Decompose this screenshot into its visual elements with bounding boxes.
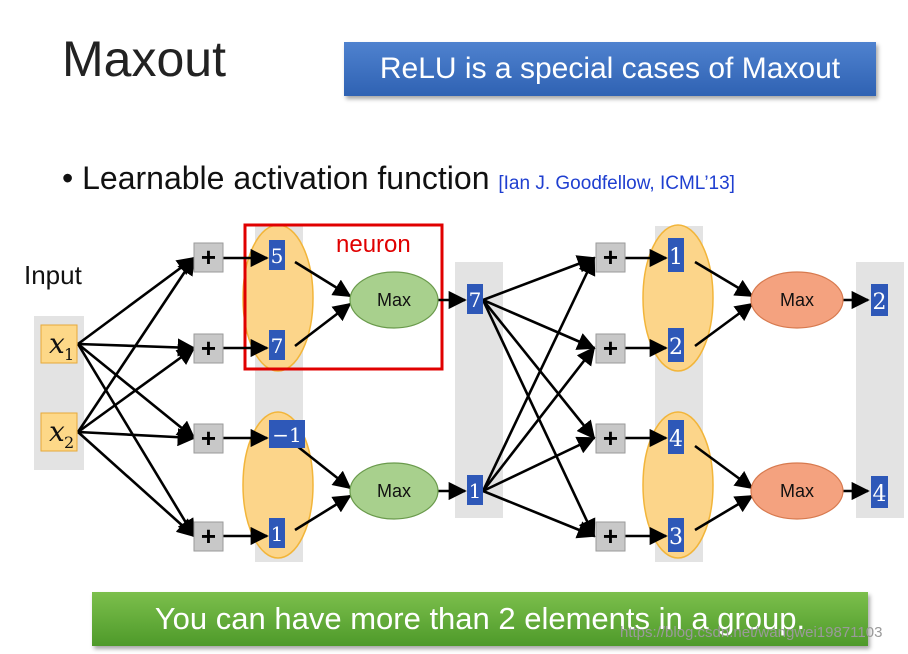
svg-text:1: 1 bbox=[271, 522, 284, 546]
citation: [Ian J. Goodfellow, ICML’13] bbox=[498, 173, 735, 194]
sum-node-8: + bbox=[595, 521, 626, 552]
bullet-point: • Learnable activation function [Ian J. … bbox=[62, 160, 735, 197]
input-x1-var: x bbox=[49, 327, 65, 360]
svg-text:1: 1 bbox=[469, 479, 482, 503]
neuron-label: neuron bbox=[336, 231, 411, 258]
svg-text:2: 2 bbox=[873, 290, 887, 315]
layer1-value-4: 1 bbox=[269, 518, 285, 548]
edge bbox=[77, 256, 196, 346]
sum-node-2: + bbox=[193, 333, 224, 364]
group-size-banner: You can have more than 2 elements in a g… bbox=[92, 592, 868, 646]
edge bbox=[694, 494, 754, 532]
layer2-value-2: 2 bbox=[668, 328, 684, 362]
edge bbox=[481, 299, 596, 440]
group-ellipse-4 bbox=[642, 411, 714, 559]
svg-text:Max: Max bbox=[780, 290, 814, 310]
edge bbox=[77, 431, 196, 538]
edge bbox=[294, 260, 352, 298]
input-x1: x 1 bbox=[40, 324, 78, 364]
svg-text:7: 7 bbox=[271, 334, 284, 358]
sum-node-7: + bbox=[595, 423, 626, 454]
input-x2-var: x bbox=[49, 415, 65, 448]
input-label: Input bbox=[24, 260, 83, 290]
edge bbox=[481, 256, 596, 492]
bullet-dot: • bbox=[62, 160, 83, 196]
sum-node-4: + bbox=[193, 521, 224, 552]
relu-banner: ReLU is a special cases of Maxout bbox=[344, 42, 876, 96]
svg-text:4: 4 bbox=[669, 427, 683, 452]
svg-text:+: + bbox=[603, 423, 618, 453]
svg-text:+: + bbox=[201, 521, 216, 551]
svg-text:−1: −1 bbox=[272, 423, 301, 447]
input-x2: x 2 bbox=[40, 412, 78, 452]
svg-text:2: 2 bbox=[669, 335, 683, 360]
edge bbox=[76, 343, 196, 538]
svg-text:7: 7 bbox=[469, 288, 482, 312]
svg-text:+: + bbox=[603, 333, 618, 363]
edge bbox=[482, 489, 596, 539]
sum-node-1: + bbox=[193, 242, 224, 273]
max-node-1: Max bbox=[349, 271, 439, 329]
svg-text:Max: Max bbox=[780, 481, 814, 501]
svg-text:+: + bbox=[603, 242, 618, 272]
edge bbox=[482, 255, 596, 302]
max-node-4: Max bbox=[750, 462, 844, 520]
svg-text:+: + bbox=[201, 242, 216, 272]
layer2-output-1: 2 bbox=[871, 284, 888, 316]
edge bbox=[77, 346, 196, 434]
sum-node-3: + bbox=[193, 423, 224, 454]
layer2-value-4: 3 bbox=[668, 518, 684, 552]
input-x2-sub: 2 bbox=[64, 433, 74, 452]
sum-node-6: + bbox=[595, 333, 626, 364]
edge bbox=[77, 428, 196, 447]
edge bbox=[694, 260, 754, 298]
svg-text:1: 1 bbox=[669, 245, 683, 270]
edge bbox=[482, 298, 596, 350]
edge bbox=[296, 444, 352, 490]
layer2-value-3: 4 bbox=[668, 420, 684, 454]
input-x1-sub: 1 bbox=[64, 345, 74, 364]
layer1-value-1: 5 bbox=[269, 240, 285, 270]
max-node-3: Max bbox=[750, 271, 844, 329]
group-ellipse-2 bbox=[242, 411, 314, 559]
slide-title: Maxout bbox=[62, 31, 226, 87]
svg-text:+: + bbox=[201, 423, 216, 453]
edge bbox=[76, 256, 196, 433]
edge bbox=[694, 444, 754, 490]
layer2-value-1: 1 bbox=[668, 238, 684, 272]
svg-text:4: 4 bbox=[873, 482, 887, 507]
svg-text:5: 5 bbox=[271, 244, 284, 268]
sum-node-5: + bbox=[595, 242, 626, 273]
edge bbox=[694, 302, 754, 348]
svg-text:3: 3 bbox=[669, 525, 683, 550]
layer2-output-2: 4 bbox=[871, 476, 888, 508]
neuron-frame bbox=[243, 223, 444, 371]
bullet-text: Learnable activation function bbox=[82, 160, 490, 196]
edge bbox=[481, 346, 596, 492]
layer1-output-1: 7 bbox=[467, 284, 483, 314]
max-node-2: Max bbox=[349, 462, 439, 520]
edge bbox=[294, 302, 352, 348]
layer1-value-2: 7 bbox=[269, 330, 285, 360]
svg-text:Max: Max bbox=[377, 481, 411, 501]
svg-text:+: + bbox=[603, 521, 618, 551]
svg-text:Max: Max bbox=[377, 290, 411, 310]
layer1-output-2: 1 bbox=[467, 475, 483, 505]
edge bbox=[482, 436, 596, 493]
svg-text:+: + bbox=[201, 333, 216, 363]
edge bbox=[294, 494, 352, 532]
watermark: https://blog.csdn.net/wangwei19871103 bbox=[620, 624, 883, 641]
layer1-value-3: −1 bbox=[269, 420, 305, 448]
